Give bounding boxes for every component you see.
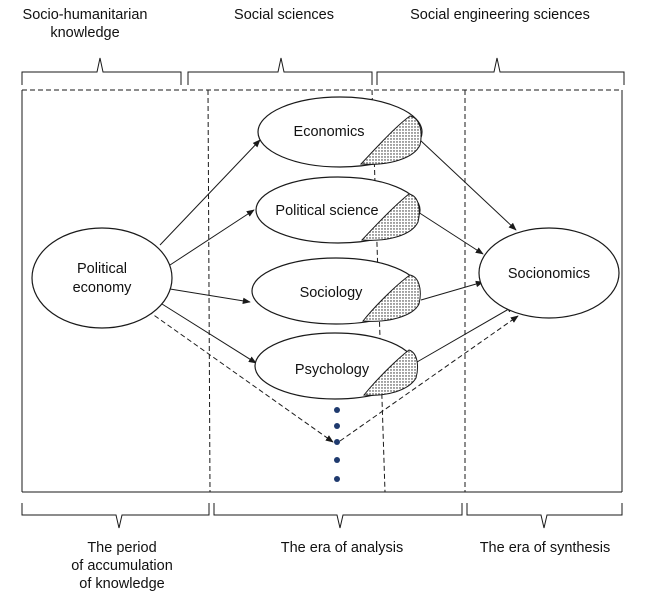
node-psychology: Psychology <box>254 332 418 400</box>
node-political-economy: Political economy <box>31 227 173 329</box>
node-political-science-label: Political science <box>275 203 378 219</box>
arrow-political-economy-to-political-science <box>169 209 255 266</box>
continuation-dot-5 <box>334 476 340 482</box>
footer-middle-label: The era of analysis <box>281 540 404 556</box>
top-brace-right <box>376 57 625 85</box>
node-socionomics-label: Socionomics <box>508 266 590 282</box>
node-political-science: Political science <box>255 176 421 244</box>
arrow-political-economy-to-psychology <box>161 303 257 364</box>
top-brace-left <box>21 57 182 85</box>
top-brace-middle <box>187 57 373 85</box>
arrow-political-economy-to-economics <box>159 139 261 246</box>
node-sociology-shaded-region <box>362 274 421 322</box>
footer-left-label-line3: of knowledge <box>79 576 164 592</box>
dashed-arrow-political-economy-to-dots <box>147 310 334 443</box>
arrow-psychology-to-socionomics <box>416 305 515 363</box>
arrow-sociology-to-socionomics <box>420 280 484 301</box>
continuation-dot-2 <box>334 423 340 429</box>
node-political-economy-label-line1: Political <box>77 261 127 277</box>
header-left-label-line1: Socio-humanitarian <box>23 7 148 23</box>
footer-right-label: The era of synthesis <box>480 540 611 556</box>
node-economics: Economics <box>257 96 423 168</box>
node-socionomics: Socionomics <box>478 227 620 319</box>
continuation-dot-4 <box>334 457 340 463</box>
divider-left <box>207 89 211 493</box>
footer-left-label-line1: The period <box>87 540 156 556</box>
node-sociology-label: Sociology <box>300 285 364 301</box>
bottom-brace-left <box>21 503 210 529</box>
dashed-arrow-dots-to-socionomics <box>339 315 519 442</box>
header-right-label: Social engineering sciences <box>410 7 590 23</box>
arrow-economics-to-socionomics <box>419 139 517 231</box>
node-sociology: Sociology <box>251 257 421 325</box>
node-psychology-shaded-region <box>363 349 418 396</box>
arrow-political-economy-to-sociology <box>169 288 251 305</box>
continuation-dot-3 <box>334 439 340 445</box>
footer-left-label-line2: of accumulation <box>71 558 173 574</box>
bottom-brace-middle <box>213 503 463 529</box>
node-economics-shaded-region <box>359 115 422 165</box>
node-political-science-shaded-region <box>360 193 420 241</box>
node-economics-label: Economics <box>294 124 365 140</box>
header-left-label-line2: knowledge <box>50 25 119 41</box>
bottom-brace-right <box>466 503 623 529</box>
node-psychology-label: Psychology <box>295 362 370 378</box>
node-political-economy-label-line2: economy <box>73 280 133 296</box>
header-middle-label: Social sciences <box>234 7 334 23</box>
arrow-political-science-to-socionomics <box>417 211 484 255</box>
continuation-dot-1 <box>334 407 340 413</box>
